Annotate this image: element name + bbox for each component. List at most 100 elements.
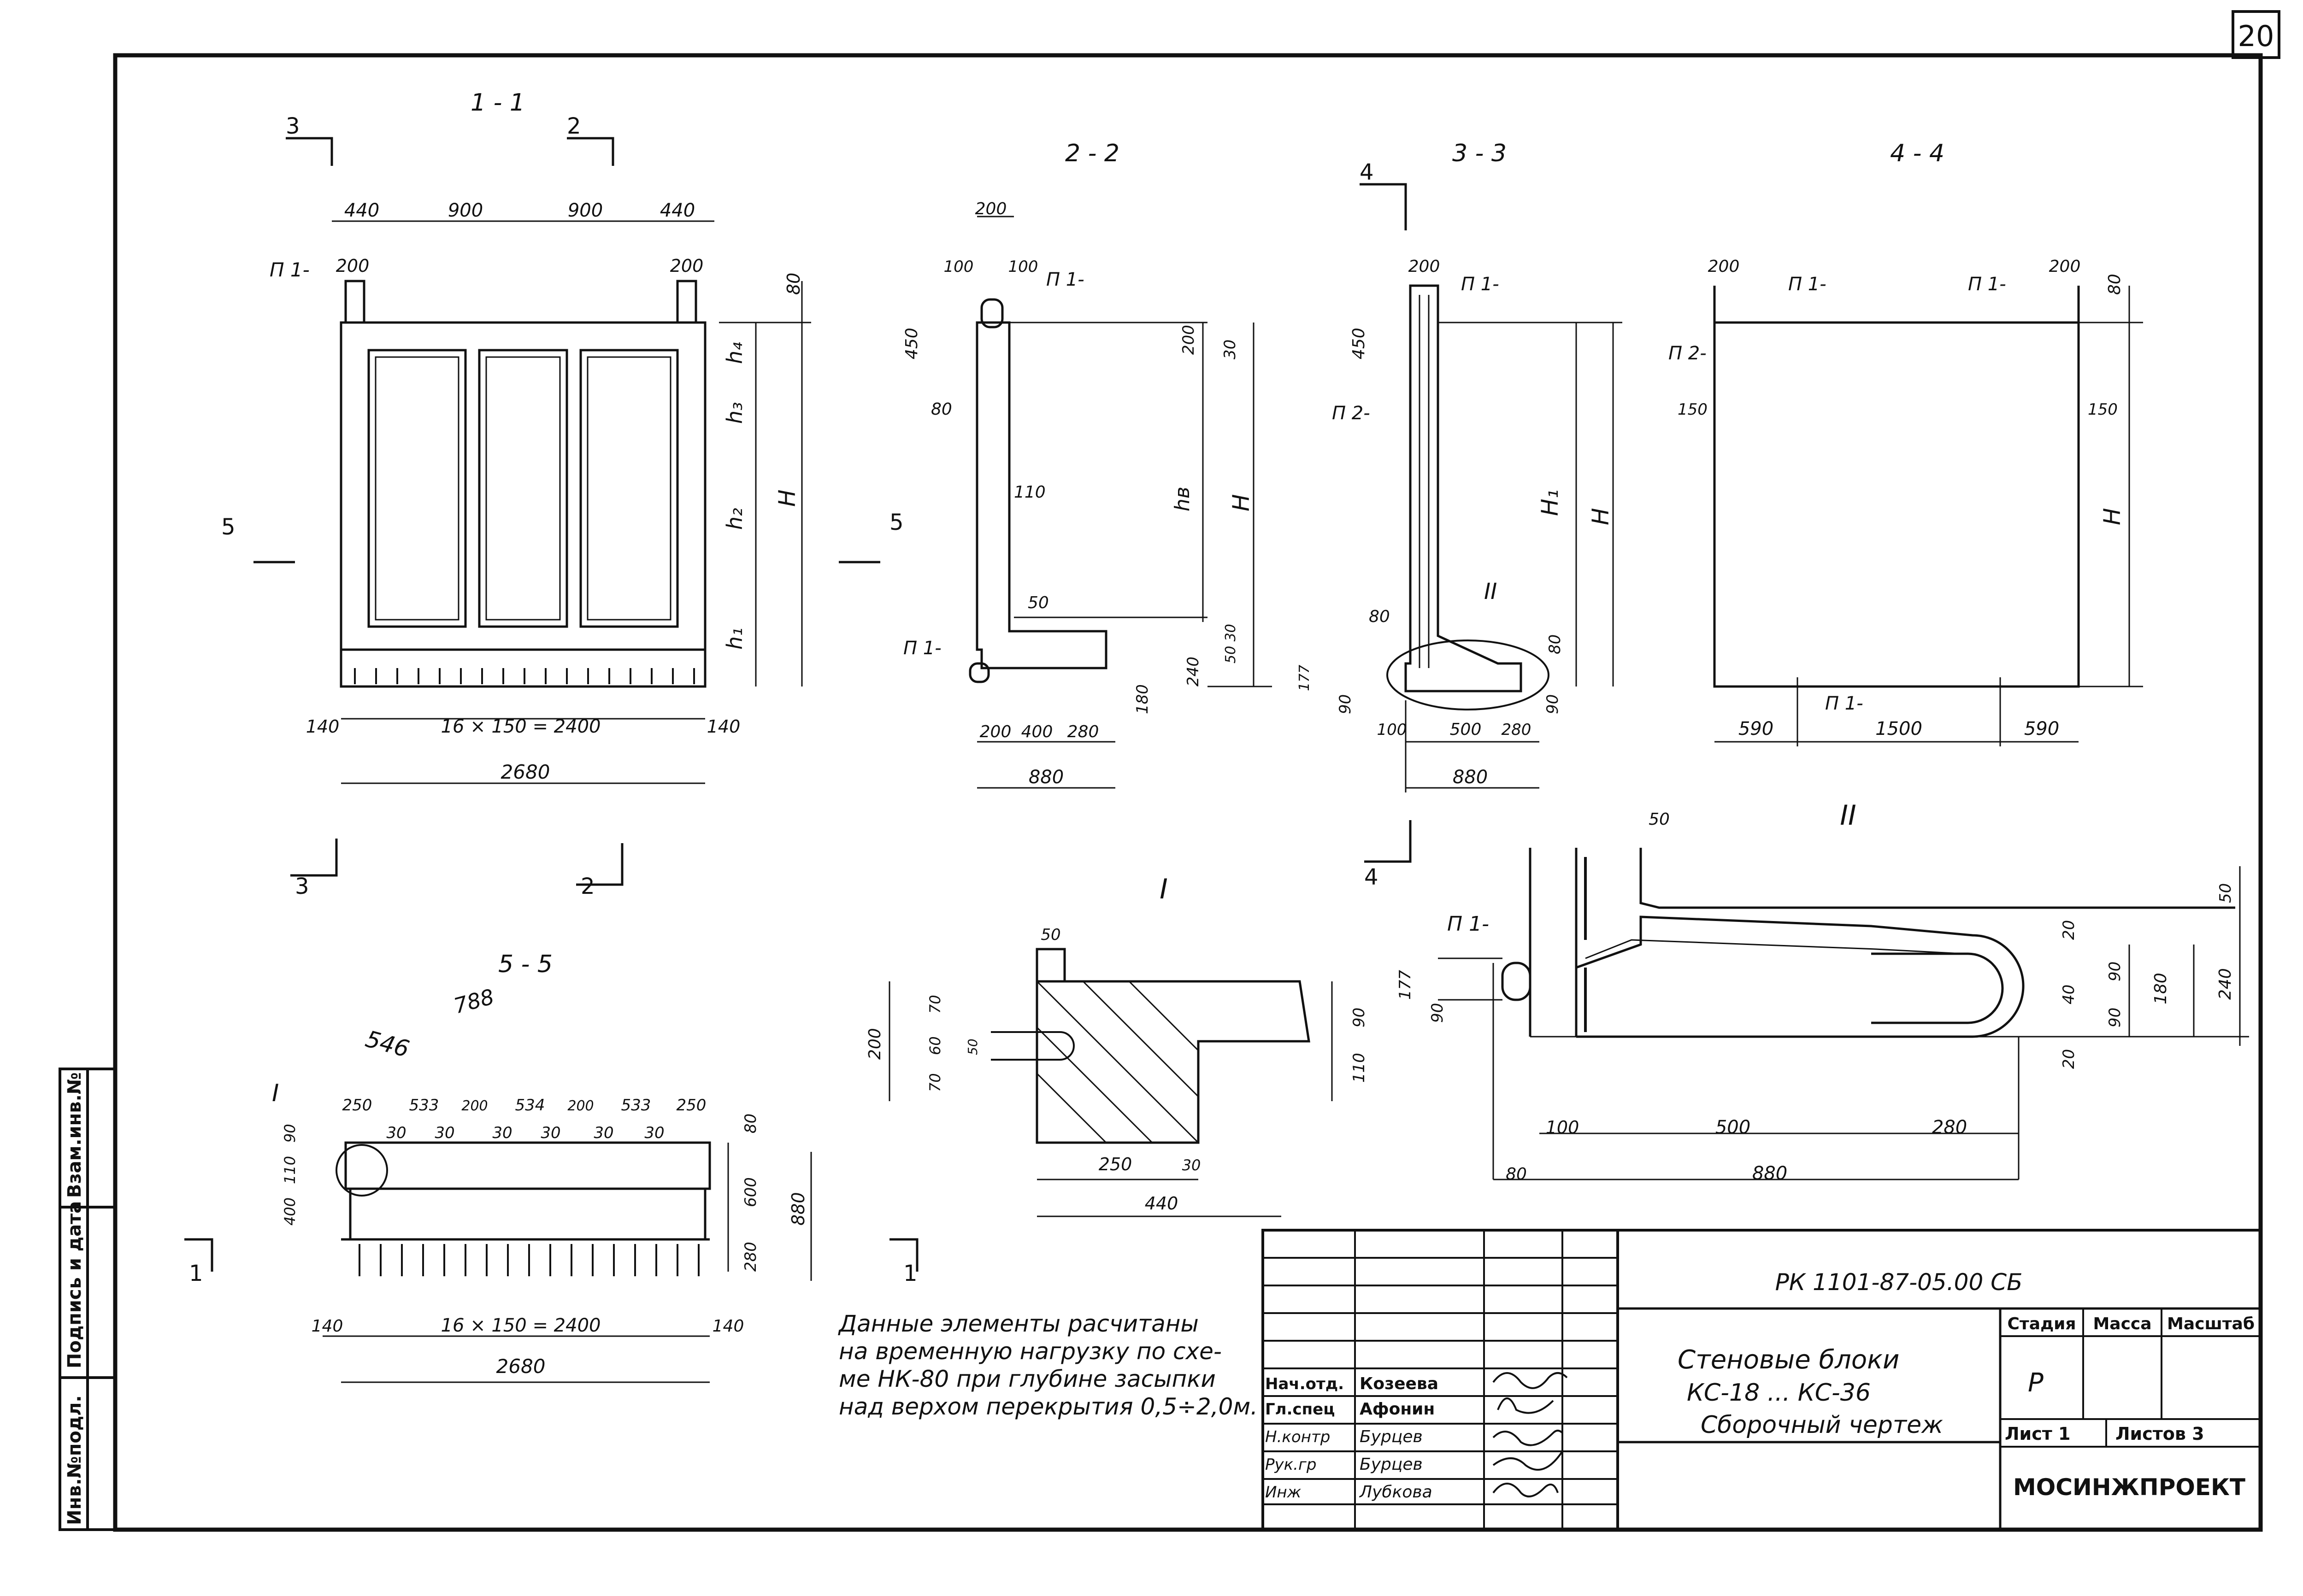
dim-55-total: 2680 [496,1355,546,1378]
dim-I-70b: 70 [926,1073,944,1092]
tb-org: МОСИНЖПРОЕКТ [2013,1474,2245,1501]
label-II-p1: П 1- [1447,912,1489,936]
dim-22-240: 240 [1184,657,1202,687]
stamp-inv-podl: Инв.№подл. [64,1395,85,1525]
label-22-p1bot: П 1- [903,638,942,659]
dim-33-90a: 90 [1336,694,1355,714]
sheet-frame [113,10,2280,1532]
note-line-4: над верхом перекрытия 0,5÷2,0м. [839,1393,1258,1420]
tb-scale-label: Масштаб [2167,1314,2255,1333]
dim-33-total: 880 [1453,767,1488,788]
dim-55-br: 140 [713,1317,744,1336]
dim-22-30: 30 [1221,340,1239,359]
dim-44-150a: 150 [1678,400,1708,419]
dim-11-b140r: 140 [707,716,741,737]
dim-22-180: 180 [1133,684,1152,714]
marker-5-left: 5 [221,514,236,540]
marker-1-right: 1 [903,1261,918,1286]
dim-55-533a: 533 [409,1096,439,1115]
marker-5-v22: 5 [889,510,904,535]
tb-title-3: Сборочный чертеж [1701,1411,1943,1439]
detail-II-title: II [1840,799,1856,832]
stamp-vzam: Взам.инв.№ [64,1072,85,1198]
tb-role-0: Нач.отд. [1265,1375,1344,1393]
label-55-I: I [272,1080,279,1107]
marker-3-bot: 3 [295,874,309,899]
dim-22-80: 80 [931,400,952,419]
dim-55-30e: 30 [594,1124,613,1142]
dim-55-200b: 200 [567,1098,594,1114]
dim-11-h4: h₄ [722,342,747,364]
label-44-p2: П 2- [1668,343,1707,364]
view-2-2 [839,216,1272,789]
dim-II-r50: 50 [2216,883,2235,903]
dim-33-90b: 90 [1543,694,1562,714]
dim-55-200a: 200 [461,1098,488,1114]
dim-II-50: 50 [1649,810,1670,829]
dim-22-hb: hв [1171,487,1194,511]
dim-55-r280: 280 [742,1242,760,1272]
dim-11-440a: 440 [344,200,379,221]
dim-55-534: 534 [515,1096,545,1115]
marker-2-top: 2 [567,113,581,139]
dim-44-b590b: 590 [2024,718,2059,739]
dim-II-177: 177 [1396,970,1414,1000]
side-stamp [59,1068,117,1531]
dim-22-50: 50 [1028,593,1049,612]
dim-II-r40: 40 [2060,985,2078,1004]
view-5-5-pins [359,1244,700,1276]
dim-11-b140l: 140 [306,716,340,737]
dim-II-100: 100 [1546,1117,1579,1138]
dim-22-total: 880 [1029,767,1064,788]
dim-22-5030: 50 30 [1223,624,1239,663]
dim-I-200: 200 [866,1028,884,1060]
dim-II-r90: 90 [2106,962,2124,981]
tb-role-2: Н.контр [1265,1428,1330,1446]
dim-33-80r: 80 [1546,634,1564,654]
dim-55-30f: 30 [644,1124,664,1142]
dim-55-30d: 30 [541,1124,560,1142]
tb-name-2: Бурцев [1360,1427,1423,1446]
note-line-3: ме НК-80 при глубине засыпки [839,1366,1216,1392]
dim-44-H: H [2099,508,2126,525]
tb-title-2: КС-18 ... КС-36 [1687,1379,1871,1407]
dim-55-bm: 16 × 150 = 2400 [441,1315,601,1336]
dim-33-H1: H₁ [1537,489,1563,516]
dim-11-900b: 900 [568,200,603,221]
dim-11-200b: 200 [670,256,704,276]
marker-3-top: 3 [286,113,300,139]
dim-55-30a: 30 [386,1124,406,1142]
dim-22-b200: 200 [980,722,1012,741]
dim-11-440b: 440 [660,200,695,221]
dim-33-80: 80 [1369,607,1390,626]
detail-II [1438,848,2249,1180]
dim-22-b400: 400 [1021,722,1053,741]
sheet-number: 20 [2238,19,2274,53]
detail-I-title: I [1160,873,1168,905]
tb-name-3: Бурцев [1360,1455,1423,1474]
dim-22-110: 110 [1014,483,1046,502]
hand-note-546: 546 [363,1026,412,1063]
tb-stage-label: Стадия [2008,1314,2076,1333]
dim-11-200a: 200 [336,256,370,276]
section-title-1-1: 1 - 1 [471,89,525,117]
note-line-1: Данные элементы расчитаны [838,1310,1199,1337]
dim-22-100b: 100 [1008,258,1038,276]
dim-33-500: 500 [1450,720,1482,739]
dim-44-80: 80 [2105,274,2124,295]
label-44-p1b: П 1- [1968,274,2006,295]
tb-role-4: Инж [1265,1483,1302,1502]
dim-33-280: 280 [1502,721,1531,739]
section-title-5-5: 5 - 5 [498,951,553,978]
dim-I-60: 60 [926,1036,944,1055]
marker-4-top: 4 [1360,159,1374,185]
section-title-4-4: 4 - 4 [1890,140,1944,167]
dim-55-r880: 880 [788,1192,808,1226]
dim-11-bmid: 16 × 150 = 2400 [441,716,601,737]
dim-33-200: 200 [1408,257,1440,276]
dim-II-80: 80 [1506,1165,1527,1184]
dim-I-250: 250 [1099,1154,1132,1174]
title-block [1261,1229,2262,1531]
dim-33-177: 177 [1296,665,1313,691]
